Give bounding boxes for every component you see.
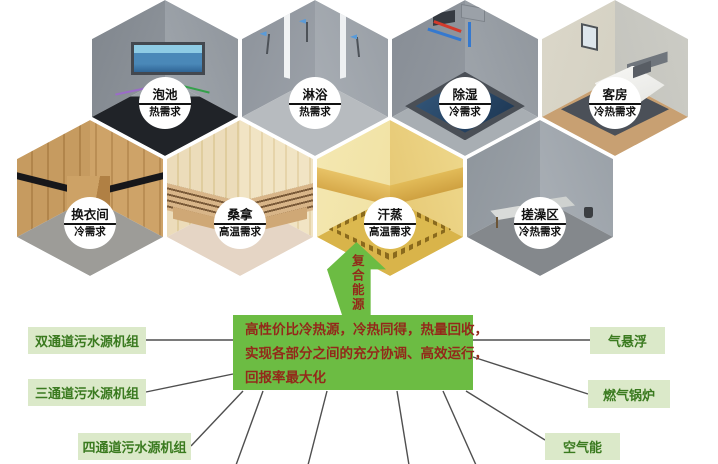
unit-box-dual-channel: 双通道污水源机组: [28, 327, 146, 354]
room-name: 汗蒸: [377, 206, 403, 222]
room-name: 客房: [602, 86, 628, 102]
connector-fan-2: [307, 390, 328, 464]
room-name: 除湿: [452, 86, 478, 102]
room-name: 搓澡区: [521, 206, 559, 222]
room-demand: 冷需求: [449, 106, 481, 119]
badge-divider: [139, 103, 191, 106]
summary-line: 实现各部分之间的充分协调、高效运行，: [245, 346, 488, 362]
badge-divider: [514, 223, 566, 226]
room-tile-steam: 汗蒸 高温需求: [317, 120, 463, 276]
summary-box: 高性价比冷热源，冷热同得，热量回收， 实现各部分之间的充分协调、高效运行， 回报…: [233, 315, 488, 390]
room-badge-shower: 淋浴 热需求: [289, 76, 341, 129]
summary-line: 回报率最大化: [245, 370, 326, 386]
room-badge-pool: 泡池 热需求: [139, 76, 191, 129]
connector-four-channel: [190, 390, 244, 447]
summary-line: 高性价比冷热源，冷热同得，热量回收，: [245, 322, 488, 338]
connector-three-channel: [145, 373, 234, 393]
composite-energy-label: 复合能源: [349, 254, 365, 312]
room-name: 桑拿: [227, 206, 253, 222]
unit-box-gas-boiler: 燃气锅炉: [588, 380, 670, 408]
unit-label: 燃气锅炉: [602, 388, 655, 404]
unit-label: 三通道污水源机组: [34, 387, 139, 402]
pool-water: [131, 42, 205, 75]
connector-gas-boiler: [472, 356, 589, 395]
badge-divider: [364, 223, 416, 226]
room-demand: 热需求: [149, 106, 181, 119]
table-leg: [496, 216, 499, 228]
badge-divider: [64, 223, 116, 226]
unit-box-air-energy: 空气能: [545, 433, 620, 460]
room-demand: 冷热需求: [519, 226, 561, 239]
room-demand: 热需求: [299, 106, 331, 119]
shower-fixture: [306, 21, 309, 43]
unit-label: 空气能: [562, 441, 602, 456]
badge-divider: [214, 223, 266, 226]
unit-box-three-channel: 三通道污水源机组: [28, 379, 146, 406]
connector-air-energy: [465, 390, 546, 441]
unit-box-air-suspension: 气悬浮: [590, 327, 665, 354]
room-badge-changing: 换衣间 冷需求: [64, 196, 116, 249]
room-demand: 高温需求: [369, 226, 411, 239]
unit-label: 双通道污水源机组: [34, 335, 139, 350]
room-name: 换衣间: [71, 206, 109, 222]
room-badge-scrub: 搓澡区 冷热需求: [514, 196, 566, 249]
connector-fan-1: [235, 390, 264, 464]
room-badge-dehumidify: 除湿 冷需求: [439, 76, 491, 129]
room-badge-guestroom: 客房 冷热需求: [589, 76, 641, 129]
room-name: 泡池: [152, 86, 178, 102]
trash-bin: [583, 207, 593, 219]
badge-divider: [289, 103, 341, 106]
room-badge-steam: 汗蒸 高温需求: [364, 196, 416, 249]
room-tile-sauna: 桑拿 高温需求: [167, 120, 313, 276]
unit-label: 气悬浮: [607, 335, 647, 350]
badge-divider: [589, 103, 641, 106]
connector-fan-4: [442, 390, 477, 464]
room-demand: 高温需求: [219, 226, 261, 239]
room-badge-sauna: 桑拿 高温需求: [214, 196, 266, 249]
duct-blue: [467, 21, 471, 47]
water-arrow-icon: [350, 34, 358, 40]
room-demand: 冷热需求: [594, 106, 636, 119]
room-name: 淋浴: [302, 86, 328, 102]
connector-fan-3: [396, 390, 410, 464]
water-arrow-icon: [259, 31, 267, 37]
room-demand: 冷需求: [74, 226, 106, 239]
unit-label: 四通道污水源机组: [82, 441, 187, 456]
unit-box-four-channel: 四通道污水源机组: [78, 433, 191, 460]
badge-divider: [439, 103, 491, 106]
water-arrow-icon: [298, 18, 306, 24]
